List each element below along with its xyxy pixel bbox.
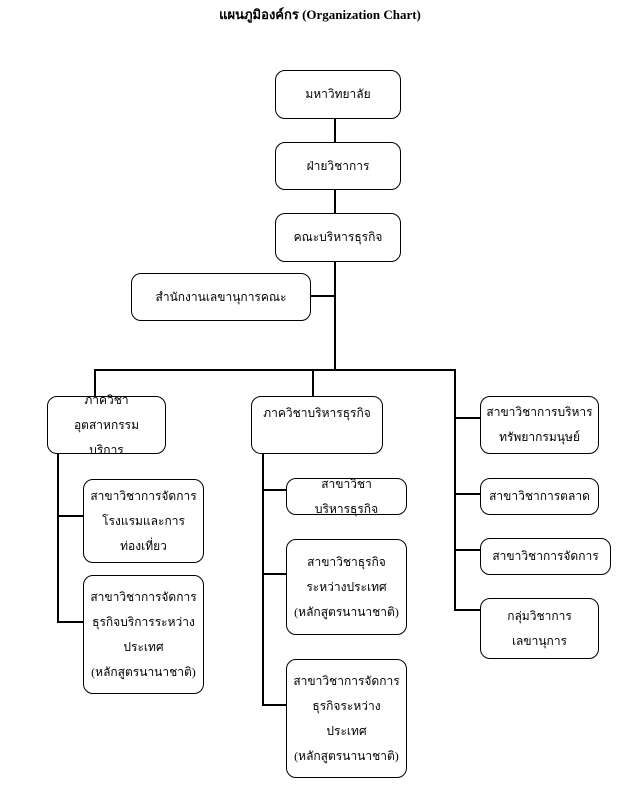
node-faculty: คณะบริหารธุรกิจ [275, 213, 401, 262]
node-dept-business-admin: ภาควิชาบริหารธุรกิจ [251, 396, 383, 454]
node-academic-affairs: ฝ่ายวิชาการ [275, 142, 401, 190]
node-management: สาขาวิชาการจัดการ [480, 538, 611, 575]
node-hrm: สาขาวิชาการบริหาร ทรัพยากรมนุษย์ [480, 396, 599, 454]
chart-title: แผนภูมิองค์กร (Organization Chart) [219, 7, 421, 22]
node-intl-business: สาขาวิชาธุรกิจ ระหว่างประเทศ (หลักสูตรนา… [286, 539, 407, 635]
node-intl-service-business: สาขาวิชาการจัดการ ธุรกิจบริการระหว่าง ปร… [83, 575, 204, 694]
node-business-admin: สาขาวิชาบริหารธุรกิจ [286, 477, 407, 516]
node-marketing: สาขาวิชาการตลาด [480, 478, 599, 515]
node-dept-service-industry: ภาควิชาอุตสาหกรรม บริการ [47, 393, 166, 457]
node-hotel-tourism: สาขาวิชาการจัดการ โรงแรมและการ ท่องเที่ย… [83, 479, 204, 563]
node-secretarial: กลุ่มวิชาการ เลขานุการ [480, 598, 599, 659]
node-intl-business-mgmt: สาขาวิชาการจัดการ ธุรกิจระหว่าง ประเทศ (… [286, 659, 407, 778]
node-university: มหาวิทยาลัย [275, 70, 401, 119]
node-faculty-office: สำนักงานเลขานุการคณะ [131, 273, 311, 321]
